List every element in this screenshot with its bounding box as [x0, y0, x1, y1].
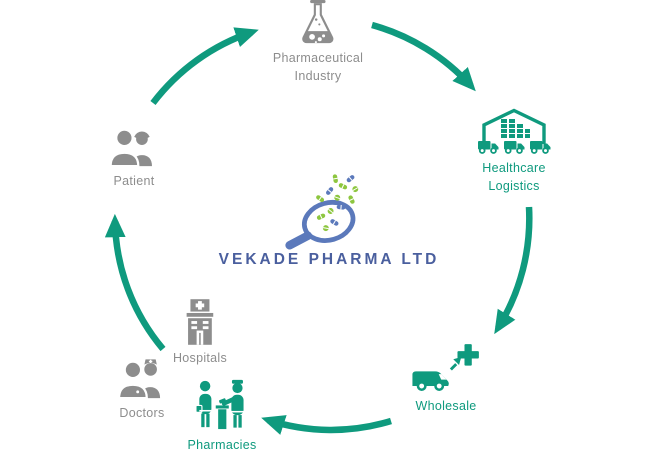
node-label-pharmaceutical-industry: Pharmaceutical Industry [273, 49, 363, 85]
node-healthcare-logistics: Healthcare Logistics [477, 103, 551, 195]
node-label-hospitals: Hospitals [173, 349, 227, 367]
node-label-doctors: Doctors [119, 404, 164, 422]
delivery-van-plus-icon [412, 344, 479, 391]
label-line: Wholesale [415, 399, 477, 413]
label-line: Hospitals [172, 351, 228, 365]
company-logo: VEKADE PHARMA LTD [219, 172, 440, 269]
node-label-patient: Patient [113, 172, 154, 190]
pharmacy-counter-icon [194, 379, 244, 430]
flask-icon [302, 0, 334, 44]
node-doctors: Doctors [116, 356, 168, 422]
node-pharmacies: Pharmacies [188, 374, 257, 454]
label-line: Healthcare [482, 161, 546, 175]
company-name: VEKADE PHARMA LTD [218, 251, 440, 268]
node-label-wholesale: Wholesale [415, 397, 476, 415]
label-line: Patient [113, 174, 155, 188]
node-wholesale: Wholesale [410, 344, 482, 415]
pills [316, 174, 359, 232]
magnifier-pills-icon [285, 174, 359, 250]
patients-icon [109, 128, 152, 168]
label-line: Pharmacies [187, 438, 257, 452]
node-hospitals: Hospitals [173, 299, 227, 367]
doctors-icon [117, 359, 161, 400]
arrow-logistics-to-wholesale [494, 206, 533, 335]
arrow-industry-to-logistics [371, 21, 476, 92]
warehouse-trucks-icon [477, 108, 551, 154]
hospital-building-icon [186, 299, 214, 345]
label-line: Doctors [119, 406, 165, 420]
label-line: Pharmaceutical [272, 51, 364, 65]
node-patient: Patient [107, 124, 161, 190]
node-pharmaceutical-industry: Pharmaceutical Industry [273, 0, 363, 85]
node-label-healthcare-logistics: Healthcare Logistics [482, 159, 545, 195]
label-line: Logistics [488, 179, 540, 193]
arrow-patient-to-industry [150, 27, 259, 105]
node-label-pharmacies: Pharmacies [188, 436, 257, 454]
arrow-wholesale-to-pharmacies [261, 415, 392, 435]
label-line: Industry [294, 69, 342, 83]
arrow-pharmacies-to-patient [104, 213, 166, 352]
